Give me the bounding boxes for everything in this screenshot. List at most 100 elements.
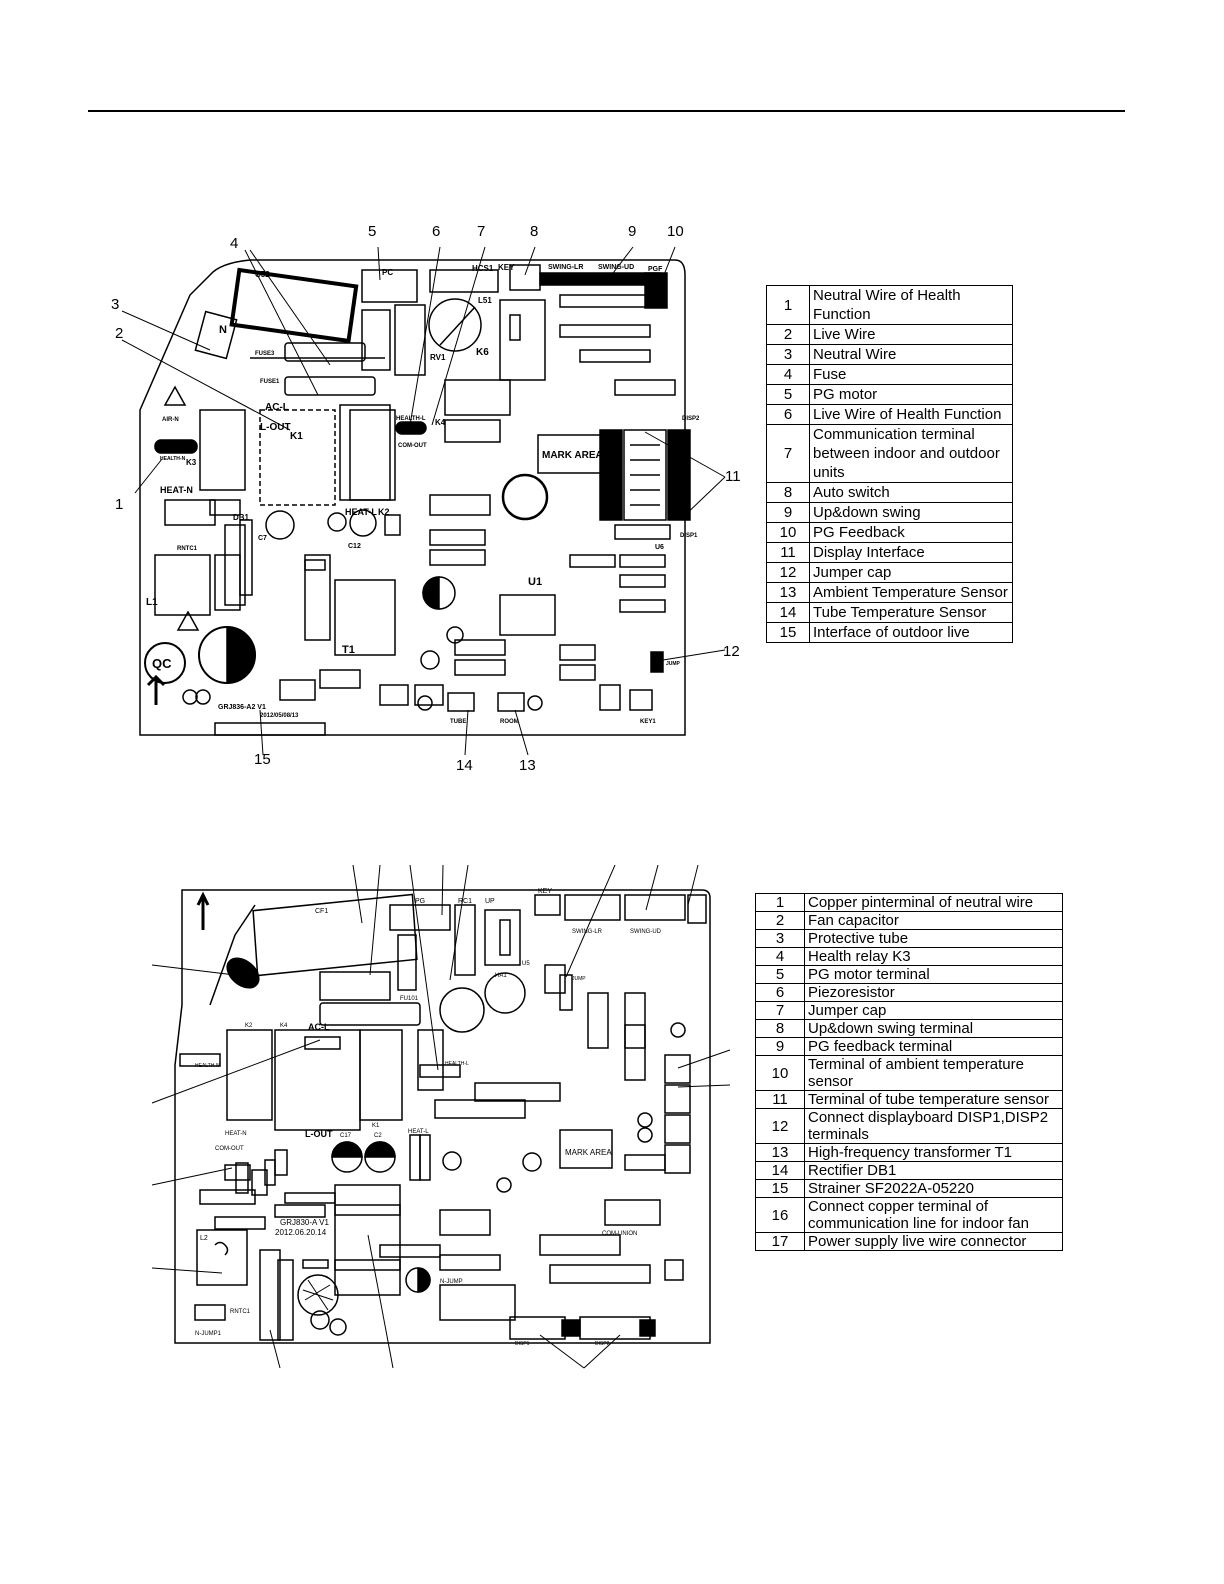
- board2-legend-number: 5: [755, 965, 805, 984]
- board1-legend-label: PG motor: [809, 384, 1013, 405]
- board2-label-rntc1: RNTC1: [230, 1309, 251, 1315]
- board1-legend-label: Display Interface: [809, 542, 1013, 563]
- board2-label-k1: K1: [372, 1123, 380, 1129]
- board2-legend-number: 10: [755, 1055, 805, 1091]
- board2-tube-sensor-terminal: [664, 1084, 691, 1114]
- board2-label-c2: C2: [374, 1133, 382, 1139]
- board1-legend-label: Fuse: [809, 364, 1013, 385]
- board2-label-key: KEY: [538, 888, 552, 895]
- board1-callout-1: 1: [115, 496, 124, 513]
- board2-legend-label: Terminal of ambient temperature sensor: [804, 1055, 1063, 1091]
- board1-label-mark-area: MARK AREA: [542, 450, 603, 461]
- board2-label-health-l: HEALTH-L: [445, 1061, 469, 1067]
- board1-disp1: [667, 429, 691, 521]
- board2-legend-number: 13: [755, 1143, 805, 1162]
- board1-label-swing-ud: SWING-UD: [598, 264, 634, 271]
- board2-legend-number: 7: [755, 1001, 805, 1020]
- board2-legend-label: Connect displayboard DISP1,DISP2 termina…: [804, 1108, 1063, 1144]
- board2-disp1: [509, 1316, 566, 1340]
- board1-label-key: KEY: [498, 263, 515, 272]
- board2-label-c17: C17: [340, 1133, 352, 1139]
- board2-legend-label: High-frequency transformer T1: [804, 1143, 1063, 1162]
- board1-legend-label: Neutral Wire: [809, 344, 1013, 365]
- board2-label-fu101: FU101: [400, 996, 419, 1002]
- board1-legend-number: 14: [766, 602, 810, 623]
- board2-legend-number: 6: [755, 983, 805, 1002]
- board2-big-capacitor: [297, 1274, 339, 1316]
- board2-label-l-out: L-OUT: [305, 1129, 333, 1139]
- board2-pg-connector: [389, 904, 451, 931]
- board1-legend-number: 4: [766, 364, 810, 385]
- board1-pgf-connector: [644, 272, 668, 309]
- board2-label-n-jump1: N-JUMP1: [195, 1331, 222, 1337]
- board2-label-k2: K2: [245, 1023, 253, 1029]
- board1-label-n: N: [219, 324, 227, 336]
- board2-label-health-n: HEALTH-N: [195, 1063, 220, 1069]
- board2-outline: [174, 889, 711, 1344]
- board1-label-heat-n: HEAT-N: [160, 485, 193, 495]
- board1-label-tube: TUBE: [450, 719, 466, 725]
- board1-label-db1: DB1: [233, 513, 250, 522]
- board1-label-part-no: GRJ836-A2 V1: [218, 704, 266, 711]
- board1-c52: [229, 267, 359, 344]
- board1-cap-c7: [265, 510, 295, 540]
- board1-swing-connector: [539, 272, 661, 286]
- board2-legend-label: Power supply live wire connector: [804, 1232, 1063, 1251]
- board2-key-switch: [534, 894, 561, 916]
- board1-callout-12: 12: [723, 643, 740, 660]
- board1-transformer-t1: [334, 579, 396, 656]
- board2-legend-label: Protective tube: [804, 929, 1063, 948]
- board2-legend-label: Jumper cap: [804, 1001, 1063, 1020]
- header-rule: [88, 110, 1125, 112]
- board1-tube-connector: [447, 692, 475, 712]
- board1-label-k6: K6: [476, 347, 489, 358]
- board1-label-l51: L51: [478, 296, 492, 305]
- board1-callout-15: 15: [254, 751, 271, 768]
- board2-rectifier-db1: [259, 1249, 281, 1341]
- board2-relay-k4: [274, 1029, 361, 1131]
- board1-label-air-n: AIR-N: [162, 417, 179, 423]
- board1-callout-9: 9: [628, 223, 637, 240]
- board2-legend-number: 8: [755, 1019, 805, 1038]
- board1-fuse3: [284, 342, 366, 362]
- board2-label-jump: JUMP: [572, 976, 586, 982]
- board1-label-fuse1: FUSE1: [260, 379, 280, 385]
- board1-label-room: ROOM: [500, 719, 519, 725]
- board1-label-hcs1: HCS1: [472, 264, 494, 273]
- board1-legend-number: 7: [766, 424, 810, 483]
- board2-leader-lines: [151, 865, 731, 1369]
- board1-label-pc: PC: [382, 268, 393, 277]
- board1-label-u1: U1: [528, 576, 542, 588]
- board2-mark-area: [559, 1129, 613, 1169]
- board2-label-pg: PG: [415, 898, 425, 905]
- board1-label-k2: K2: [378, 507, 390, 517]
- board1-legend-number: 10: [766, 522, 810, 543]
- board1-health-n: [154, 439, 198, 454]
- board2-legend-label: Rectifier DB1: [804, 1161, 1063, 1180]
- board2-legend-label: Piezoresistor: [804, 983, 1063, 1002]
- board1-label-pgf: PGF: [648, 266, 663, 273]
- board1-label-disp1: DISP1: [680, 533, 698, 539]
- board1-legend-label: Jumper cap: [809, 562, 1013, 583]
- board1-callout-8: 8: [530, 223, 539, 240]
- board2-label-swing-ud: SWING-UD: [630, 929, 662, 935]
- board1-legend-label: Neutral Wire of Health Function: [809, 285, 1013, 325]
- board2-label-cf1: CF1: [315, 908, 328, 915]
- board1-legend-number: 9: [766, 502, 810, 523]
- board1-label-l1: L1: [146, 597, 158, 608]
- board1-legend-number: 15: [766, 622, 810, 643]
